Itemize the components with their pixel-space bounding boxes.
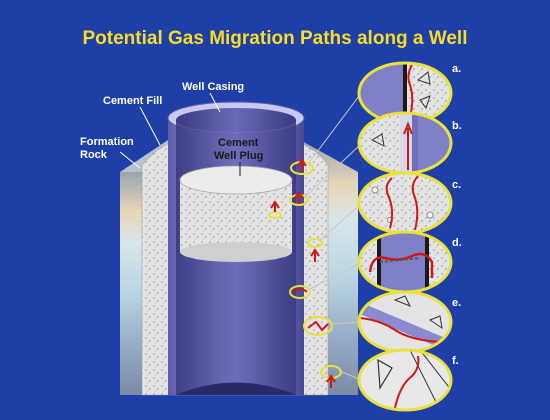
panel-d: d. xyxy=(357,230,462,294)
panel-leaders xyxy=(304,91,363,381)
panel-e: e. xyxy=(357,290,461,354)
cement-plug-label-line2: Well Plug xyxy=(214,150,263,162)
formation-rock-label-line1: Formation xyxy=(80,136,134,148)
panel-c-label: c. xyxy=(452,179,461,191)
cement-plug-label-line1: Cement xyxy=(218,137,259,149)
cement-fill-leader xyxy=(139,106,161,146)
well-casing-label: Well Casing xyxy=(182,81,244,93)
panel-d-label: d. xyxy=(452,237,462,249)
formation-rock-leader xyxy=(119,151,141,169)
panel-a-label: a. xyxy=(452,63,461,75)
panel-f-label: f. xyxy=(452,355,459,367)
marker-d xyxy=(289,285,311,299)
panel-f: f. xyxy=(357,348,459,412)
marker-c xyxy=(307,238,323,248)
panel-e-label: e. xyxy=(452,297,461,309)
formation-rock-label-line2: Rock xyxy=(80,149,108,161)
panel-b-label: b. xyxy=(452,120,462,132)
well-casing-leader xyxy=(209,92,221,113)
marker-e xyxy=(303,316,333,336)
callout-markers xyxy=(268,158,342,388)
cement-fill-label: Cement Fill xyxy=(103,95,162,107)
cement-well-plug xyxy=(179,165,293,262)
panel-b: b. xyxy=(357,111,462,175)
panel-c: c. xyxy=(357,171,461,235)
diagram-title: Potential Gas Migration Paths along a We… xyxy=(83,28,468,49)
